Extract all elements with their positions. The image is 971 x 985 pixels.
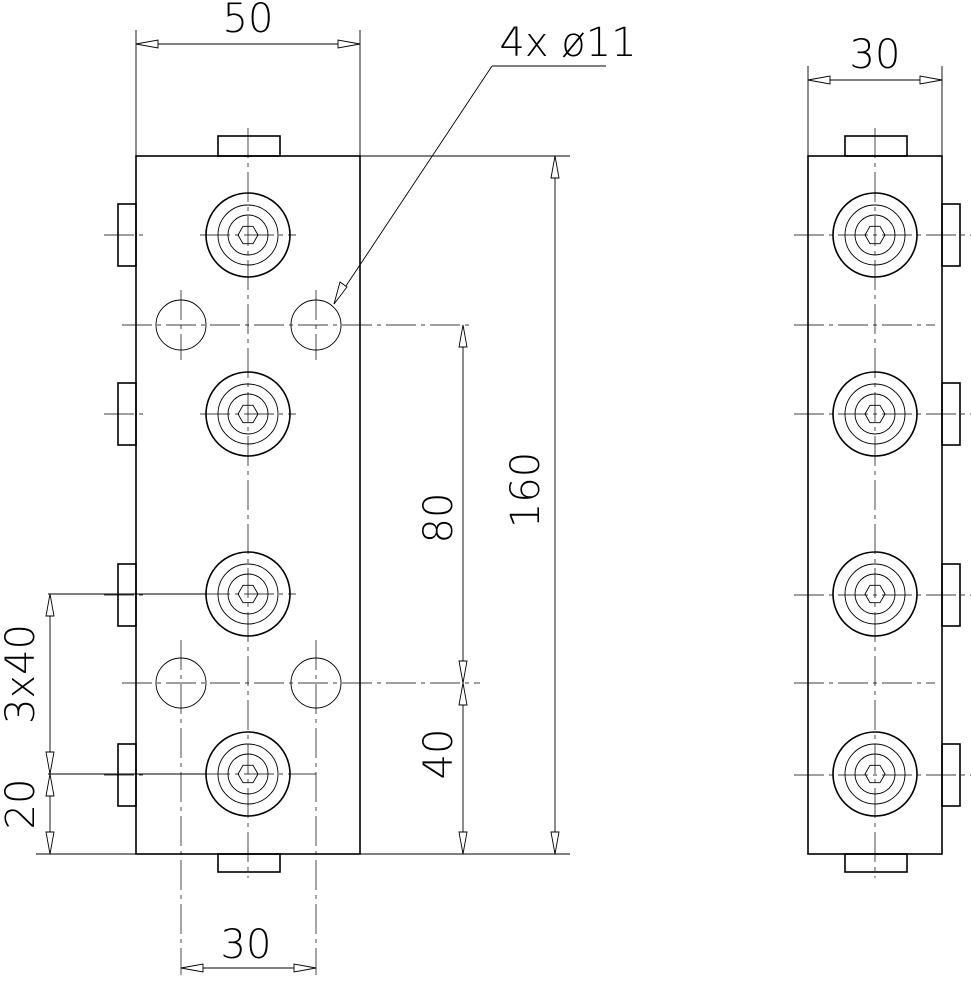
label-top-width: 50	[223, 0, 274, 42]
front-top-tab	[217, 135, 281, 157]
label-hole-spacing-horizontal: 30	[221, 922, 272, 968]
front-screw-4	[200, 731, 316, 817]
label-hole-offset-bottom: 40	[416, 729, 462, 780]
label-port-pitch: 3x40	[0, 624, 44, 724]
label-hole-spacing-vertical: 80	[416, 493, 462, 544]
side-screw-1	[832, 192, 918, 278]
side-right-ports	[941, 203, 961, 807]
front-bottom-tab	[217, 853, 281, 873]
mount-hole-1	[155, 299, 207, 351]
label-side-width: 30	[850, 32, 901, 78]
front-screw-2	[200, 371, 296, 457]
label-total-height: 160	[503, 452, 549, 528]
side-view	[794, 66, 971, 878]
side-screw-3	[832, 551, 918, 637]
mount-hole-2	[290, 299, 342, 351]
side-screw-2	[832, 371, 918, 457]
mount-hole-4	[290, 657, 342, 709]
front-view	[104, 128, 480, 975]
side-bottom-tab	[844, 853, 908, 873]
front-left-ports	[104, 203, 148, 807]
front-screw-1	[200, 192, 296, 278]
mount-hole-3	[155, 657, 207, 709]
dimension-labels: 50 4x ø11 160 80 40 3x40 20 30 30	[0, 0, 900, 968]
label-hole-callout: 4x ø11	[499, 20, 636, 66]
side-screw-4	[832, 731, 918, 817]
label-port-offset-bottom: 20	[0, 779, 44, 830]
side-top-tab	[844, 135, 908, 157]
front-dimensions	[36, 30, 606, 973]
